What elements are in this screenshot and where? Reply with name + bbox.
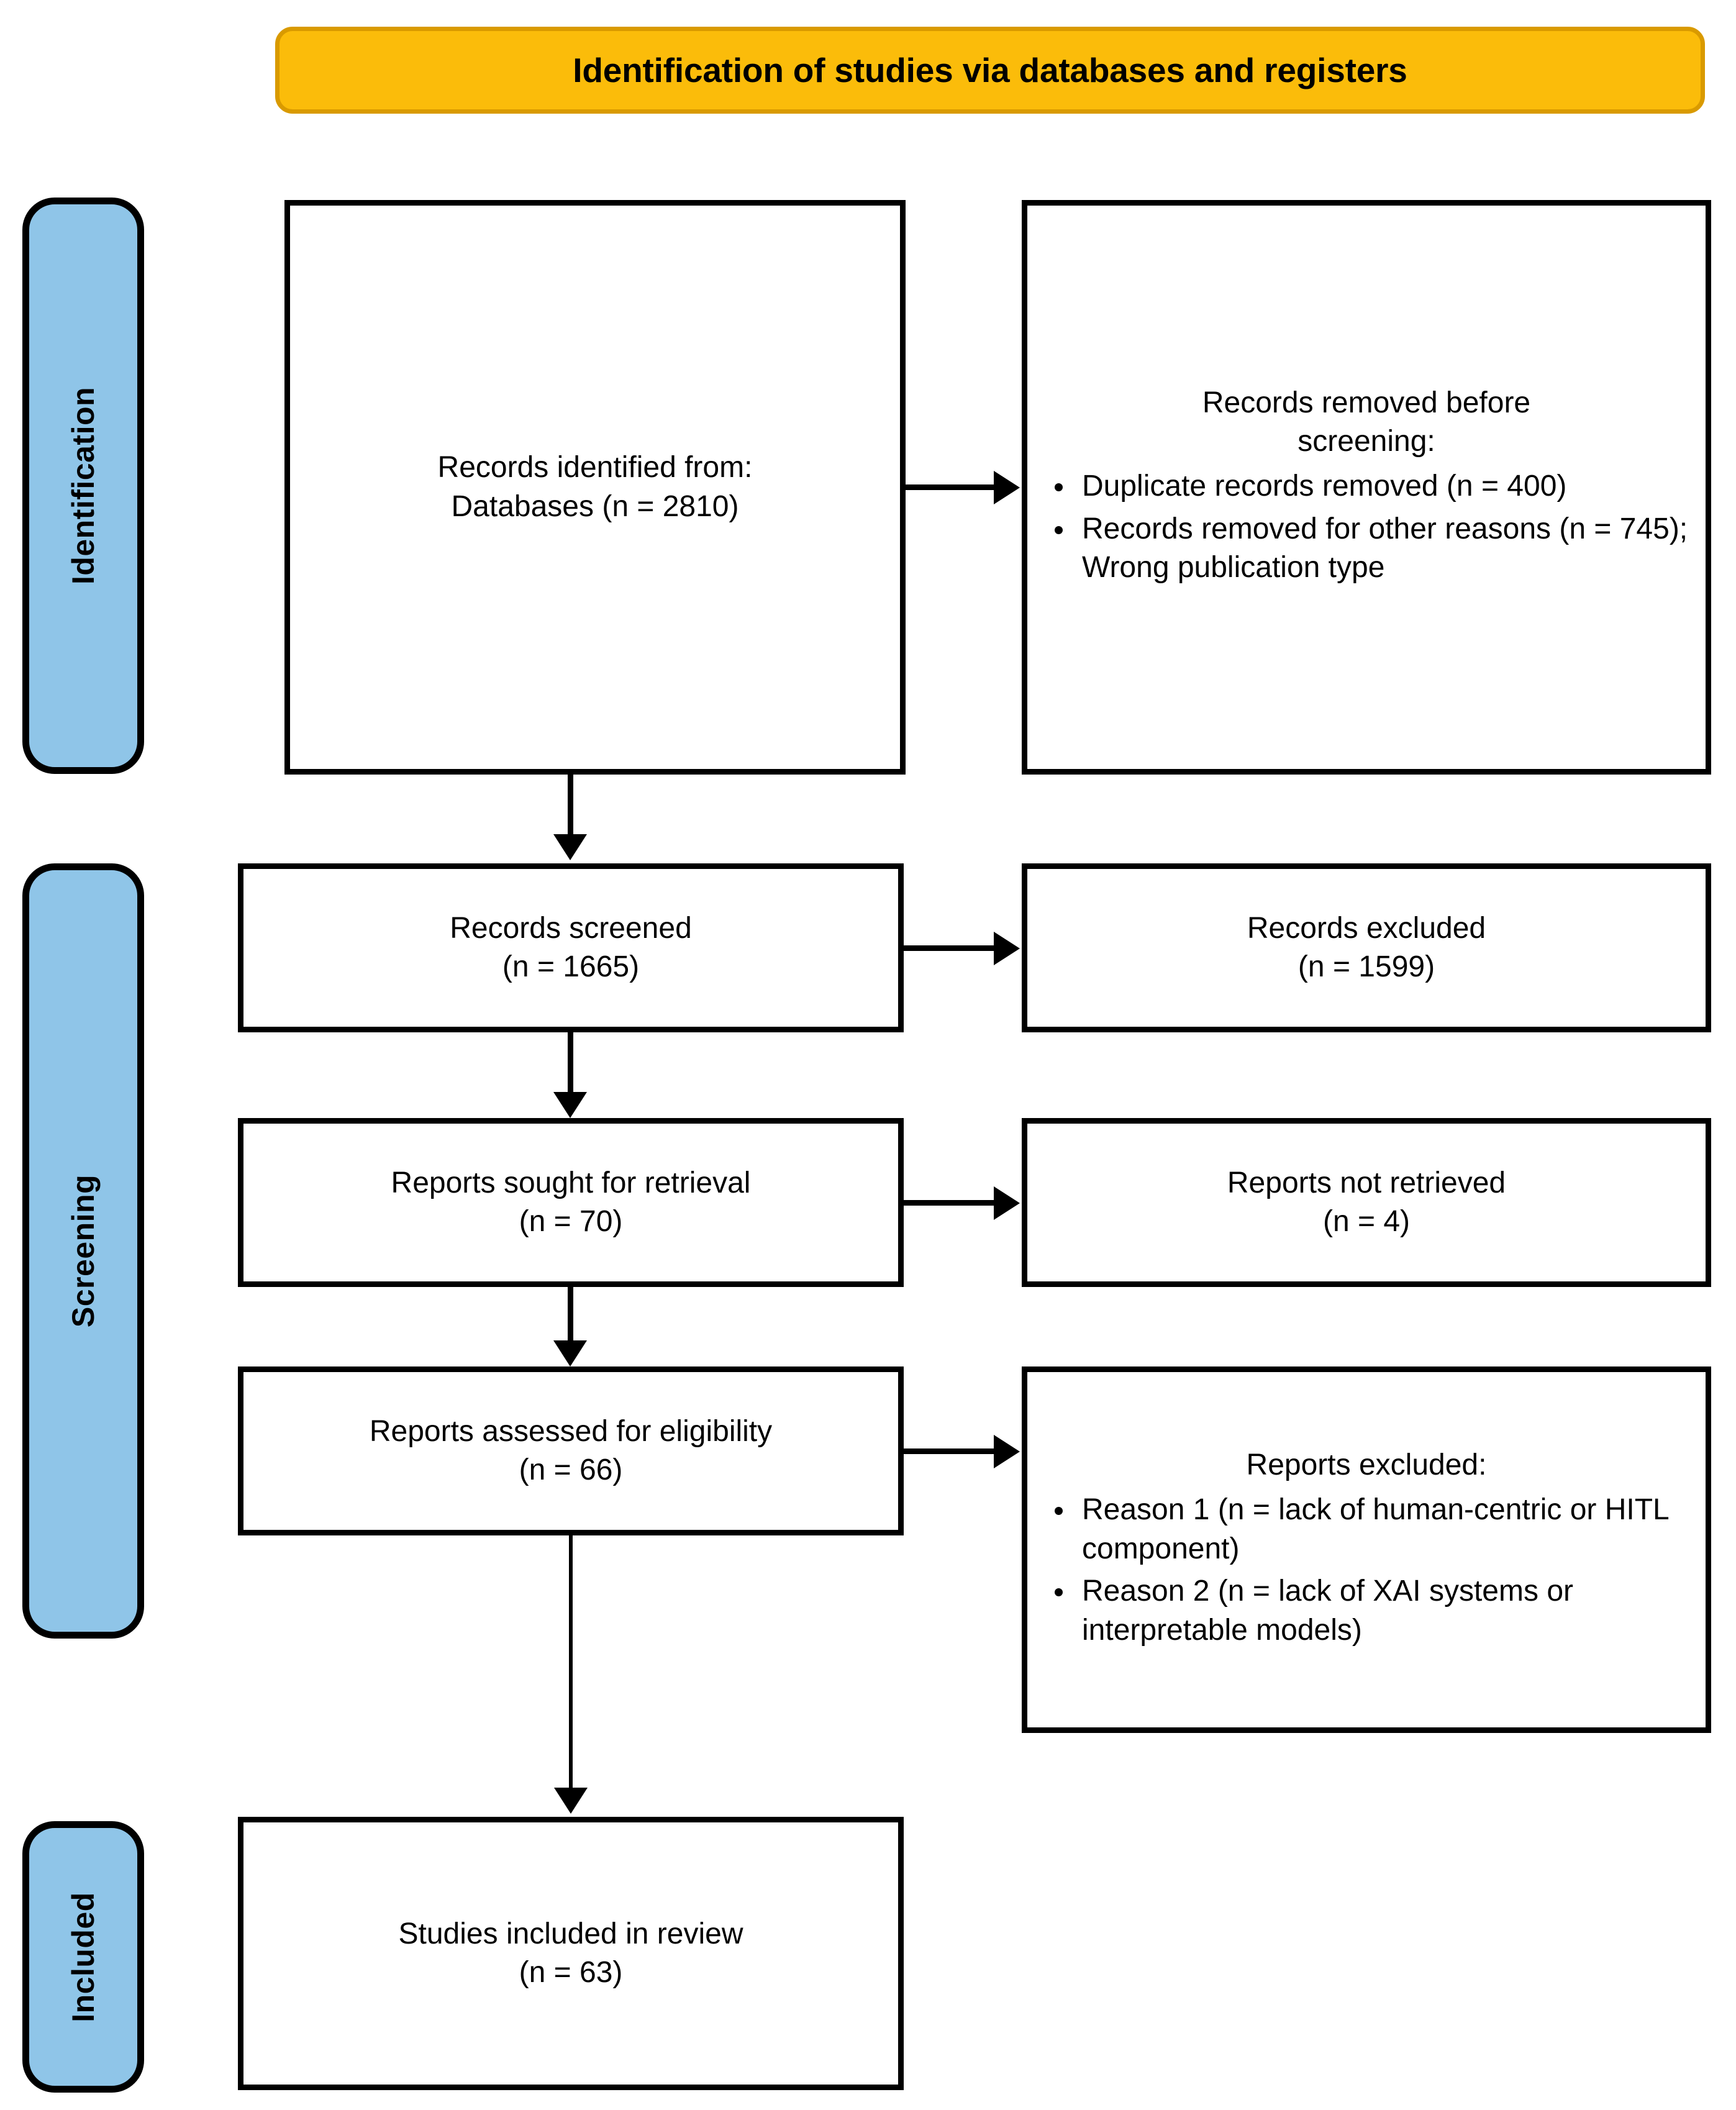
list-item: Records removed for other reasons (n = 7…	[1043, 510, 1689, 588]
reports-assessed-line1: Reports assessed for eligibility	[369, 1414, 773, 1448]
reports-assessed-line2: (n = 66)	[519, 1453, 623, 1486]
connector-sought-to-assessed-line	[568, 1287, 573, 1343]
connector-sought-to-assessed-arrowhead	[553, 1340, 587, 1366]
stage-label-identification-text: Identification	[66, 386, 101, 585]
connector-identified-to-screened-line	[568, 775, 573, 837]
box-reports-excluded: Reports excluded: Reason 1 (n = lack of …	[1022, 1366, 1711, 1733]
records-removed-bullet-list: Duplicate records removed (n = 400) Reco…	[1043, 467, 1689, 591]
records-identified-line2: Databases (n = 2810)	[451, 489, 739, 523]
stage-label-included: Included	[22, 1821, 144, 2093]
reports-not-retrieved-line1: Reports not retrieved	[1227, 1166, 1506, 1199]
list-item: Reason 1 (n = lack of human-centric or H…	[1043, 1491, 1689, 1568]
diagram-title: Identification of studies via databases …	[573, 50, 1407, 89]
box-records-excluded: Records excluded (n = 1599)	[1022, 863, 1711, 1032]
stage-label-included-text: Included	[66, 1891, 101, 2022]
connector-screened-to-excluded-line	[904, 945, 996, 951]
box-studies-included-in-review: Studies included in review (n = 63)	[238, 1817, 904, 2090]
reports-not-retrieved-line2: (n = 4)	[1322, 1205, 1411, 1238]
box-reports-sought-for-retrieval: Reports sought for retrieval (n = 70)	[238, 1118, 904, 1287]
box-records-screened: Records screened (n = 1665)	[238, 863, 904, 1032]
reports-sought-line1: Reports sought for retrieval	[391, 1166, 751, 1199]
connector-sought-to-notretrieved-line	[904, 1200, 996, 1206]
box-reports-assessed-for-eligibility: Reports assessed for eligibility (n = 66…	[238, 1366, 904, 1535]
connector-assessed-to-included-line	[569, 1535, 573, 1791]
box-reports-not-retrieved: Reports not retrieved (n = 4)	[1022, 1118, 1711, 1287]
studies-included-line2: (n = 63)	[519, 1956, 623, 1989]
connector-screened-to-sought-line	[568, 1032, 573, 1094]
connector-assessed-to-repexcluded-line	[904, 1448, 996, 1454]
box-records-removed-before-screening: Records removed before screening: Duplic…	[1022, 200, 1711, 775]
reports-excluded-heading: Reports excluded:	[1246, 1448, 1487, 1482]
stage-label-screening: Screening	[22, 863, 144, 1639]
records-identified-line1: Records identified from:	[437, 451, 753, 484]
box-records-identified: Records identified from: Databases (n = …	[284, 200, 906, 775]
records-screened-line2: (n = 1665)	[502, 950, 640, 983]
diagram-header-banner: Identification of studies via databases …	[275, 27, 1705, 114]
reports-sought-line2: (n = 70)	[519, 1205, 623, 1238]
records-screened-line1: Records screened	[450, 911, 692, 945]
connector-identified-to-removed-line	[906, 484, 996, 490]
connector-sought-to-notretrieved-arrowhead	[994, 1186, 1020, 1220]
records-excluded-line1: Records excluded	[1247, 911, 1486, 945]
records-excluded-line2: (n = 1599)	[1297, 950, 1435, 983]
stage-label-screening-text: Screening	[66, 1174, 101, 1328]
list-item: Reason 2 (n = lack of XAI systems or int…	[1043, 1572, 1689, 1650]
stage-label-identification: Identification	[22, 198, 144, 774]
connector-identified-to-removed-arrowhead	[994, 471, 1020, 504]
connector-screened-to-excluded-arrowhead	[994, 932, 1020, 965]
connector-assessed-to-repexcluded-arrowhead	[994, 1435, 1020, 1468]
connector-assessed-to-included-arrowhead	[554, 1788, 588, 1814]
connector-identified-to-screened-arrowhead	[553, 834, 587, 860]
connector-screened-to-sought-arrowhead	[553, 1092, 587, 1118]
studies-included-line1: Studies included in review	[398, 1917, 743, 1950]
reports-excluded-bullet-list: Reason 1 (n = lack of human-centric or H…	[1043, 1491, 1689, 1653]
records-removed-heading-line1: Records removed before	[1202, 386, 1531, 419]
list-item: Duplicate records removed (n = 400)	[1043, 467, 1689, 506]
records-removed-heading-line2: screening:	[1297, 424, 1435, 458]
